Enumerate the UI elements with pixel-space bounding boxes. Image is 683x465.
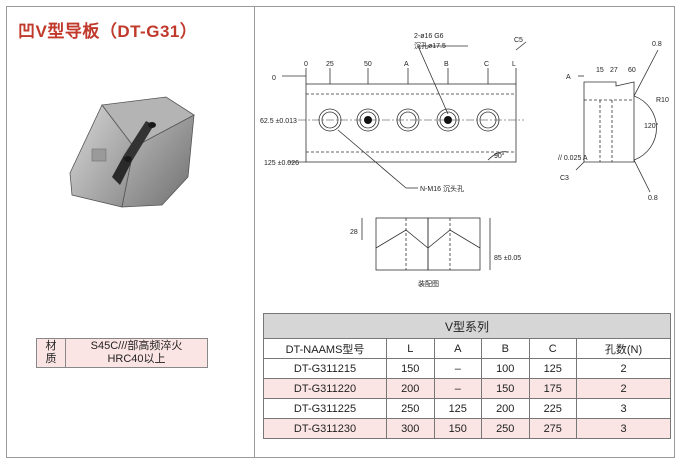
assembly-right-block — [427, 217, 481, 271]
table-row: DT-G311220 200 – 150 175 2 — [263, 378, 671, 399]
cell-b: 250 — [481, 418, 530, 439]
side-15: 15 — [596, 67, 604, 74]
cell-l: 250 — [386, 398, 435, 419]
hole-note-line1: 2-ø16 G6 — [414, 33, 444, 40]
cell-a: – — [433, 378, 482, 399]
parallel-note: // 0.025 A — [558, 155, 588, 162]
table-row: DT-G311230 300 150 250 275 3 — [263, 418, 671, 439]
cell-b: 200 — [481, 398, 530, 419]
side-08b: 0.8 — [648, 195, 658, 202]
technical-drawing: 2-ø16 G6 沉孔ø17.5 C5 0 0 25 50 A B C L 62… — [260, 33, 669, 288]
angle-120: 120° — [644, 122, 659, 130]
cell-model: DT-G311225 — [263, 398, 387, 419]
cell-a: 150 — [433, 418, 482, 439]
cell-b: 100 — [481, 358, 530, 379]
cell-l: 150 — [386, 358, 435, 379]
header-c: C — [528, 338, 577, 359]
assembly-left-block — [375, 217, 429, 271]
header-l: L — [386, 338, 435, 359]
asm-28: 28 — [350, 229, 358, 236]
header-b: B — [481, 338, 530, 359]
table-header-row: DT-NAAMS型号 L A B C 孔数(N) — [263, 338, 671, 359]
spec-table: V型系列 DT-NAAMS型号 L A B C 孔数(N) DT-G311215… — [263, 313, 671, 439]
side-60: 60 — [628, 67, 636, 74]
hole-note-line2: 沉孔ø17.5 — [414, 42, 446, 50]
side-27: 27 — [610, 67, 618, 74]
page-title: 凹V型导板（DT-G31） — [18, 22, 198, 41]
dim-b: B — [444, 61, 449, 68]
front-view-outline — [305, 83, 517, 163]
dim-25: 25 — [326, 61, 334, 68]
cell-holes: 2 — [576, 378, 671, 399]
cell-l: 300 — [386, 418, 435, 439]
side-view-outline — [583, 81, 635, 163]
datum-a: A — [566, 74, 571, 81]
cell-holes: 3 — [576, 398, 671, 419]
cell-c: 125 — [528, 358, 577, 379]
zero-top: 0 — [304, 61, 308, 68]
dim-a: A — [404, 61, 409, 68]
header-a: A — [433, 338, 482, 359]
asm-caption: 装配图 — [418, 279, 439, 288]
table-row: DT-G311225 250 125 200 225 3 — [263, 398, 671, 419]
cell-model: DT-G311215 — [263, 358, 387, 379]
angle-90: 90° — [494, 152, 505, 160]
screw-note: N-M16 沉头孔 — [420, 184, 464, 193]
cell-model: DT-G311230 — [263, 418, 387, 439]
cell-b: 150 — [481, 378, 530, 399]
dim-125: 125 ±0.026 — [264, 160, 299, 167]
table-caption: V型系列 — [263, 313, 671, 339]
panel-divider — [254, 6, 255, 458]
material-value-line2: HRC40以上 — [107, 353, 166, 365]
cell-c: 175 — [528, 378, 577, 399]
cell-a: – — [433, 358, 482, 379]
header-holes: 孔数(N) — [576, 338, 671, 359]
dim-62: 62.5 ±0.013 — [260, 118, 297, 125]
material-label-line2: 质 — [45, 353, 57, 365]
cell-a: 125 — [433, 398, 482, 419]
side-r10: R10 — [656, 97, 669, 104]
material-value: S45C///部高频淬火 HRC40以上 — [66, 339, 207, 367]
cell-c: 275 — [528, 418, 577, 439]
zero-left: 0 — [272, 75, 276, 82]
cell-c: 225 — [528, 398, 577, 419]
material-label-line1: 材 — [45, 340, 57, 352]
cell-holes: 3 — [576, 418, 671, 439]
material-label: 材 质 — [37, 339, 66, 367]
cell-l: 200 — [386, 378, 435, 399]
table-row: DT-G311215 150 – 100 125 2 — [263, 358, 671, 379]
header-model: DT-NAAMS型号 — [263, 338, 387, 359]
cell-model: DT-G311220 — [263, 378, 387, 399]
material-value-line1: S45C///部高频淬火 — [90, 340, 183, 352]
chamfer-c5: C5 — [514, 37, 523, 44]
asm-85: 85 ±0.05 — [494, 255, 521, 262]
dim-c: C — [484, 61, 489, 68]
page-frame — [6, 6, 675, 458]
material-box: 材 质 S45C///部高频淬火 HRC40以上 — [36, 338, 208, 368]
chamfer-c3: C3 — [560, 175, 569, 182]
dim-l: L — [512, 61, 516, 68]
product-photo — [69, 96, 195, 208]
side-08a: 0.8 — [652, 41, 662, 48]
cell-holes: 2 — [576, 358, 671, 379]
dim-50: 50 — [364, 61, 372, 68]
